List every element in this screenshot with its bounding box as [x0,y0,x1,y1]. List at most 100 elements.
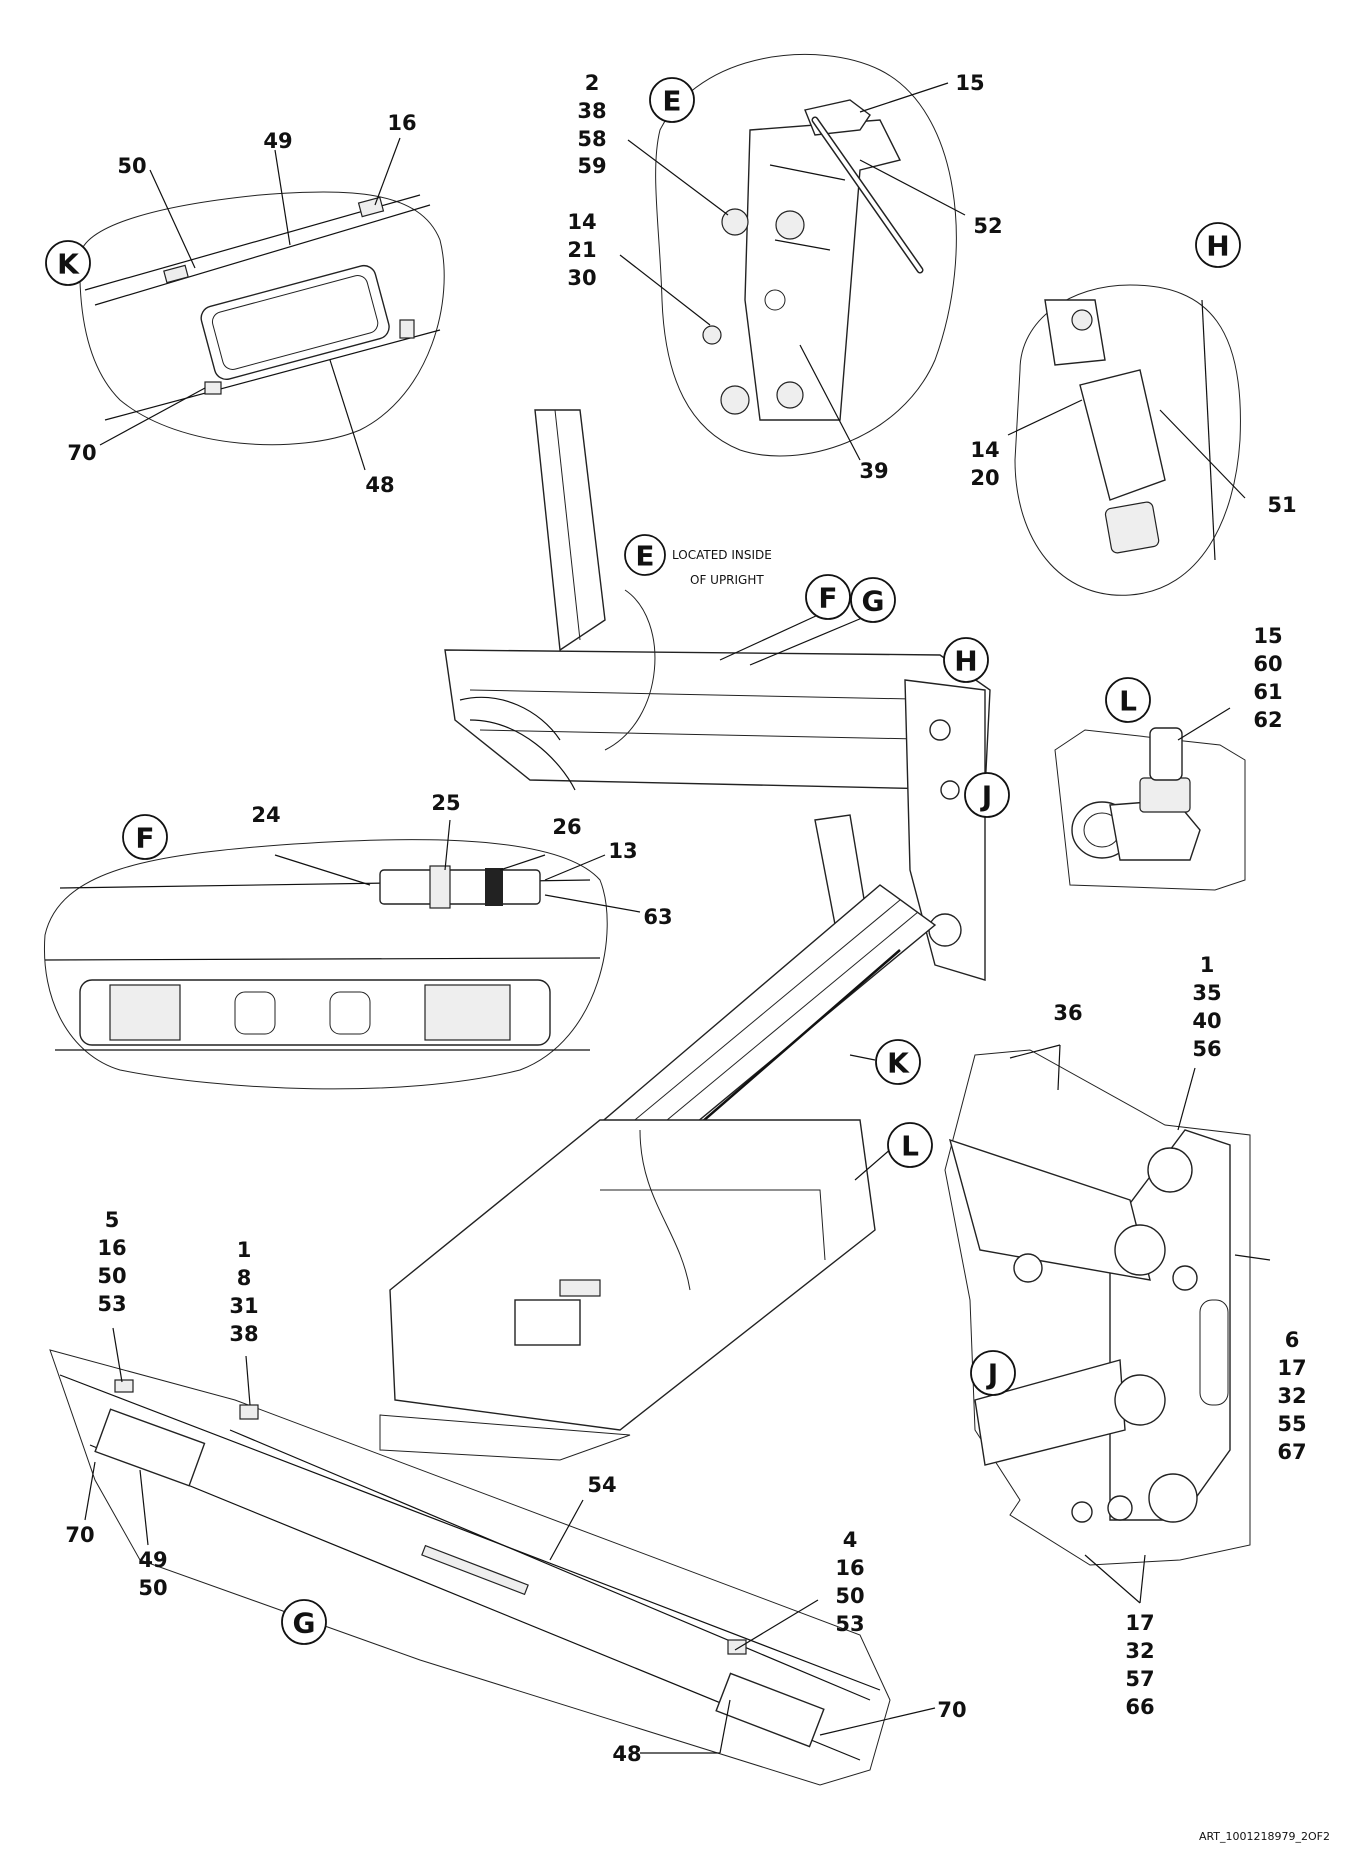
badge-l-main-text: L [901,1130,919,1163]
main-tip-hole-2 [940,780,960,800]
detail-k-fastener [399,319,415,339]
callout-g-48: 48 [612,1742,641,1766]
callout-g-4: 4 [843,1528,858,1552]
detail-g [49,1327,936,1786]
note-located-inside-1: LOCATED INSIDE [672,548,772,562]
callout-j-66: 66 [1125,1695,1154,1719]
leader-f-63 [544,894,641,913]
leader-main-g [749,617,863,666]
callout-f-63: 63 [643,905,672,929]
callout-e-14: 14 [567,210,596,234]
main-tip-hole-3 [928,913,962,947]
leader-g-1 [245,1355,251,1406]
badge-k-top: K [45,240,91,286]
callout-e-58: 58 [577,127,606,151]
callout-j-6: 6 [1285,1328,1300,1352]
detail-g-clip-1 [239,1404,259,1420]
callout-j-17b: 17 [1125,1611,1154,1635]
leader-h-14 [1007,399,1083,436]
detail-j [944,1044,1271,1604]
detail-e-rod-inner [813,118,922,272]
callout-g-16b: 16 [835,1556,864,1580]
detail-f-coil-right [329,991,371,1035]
leader-j-6 [1234,1254,1271,1261]
detail-e-bolt-2 [775,210,805,240]
callout-l-61: 61 [1253,680,1282,704]
detail-e-outline [655,54,957,457]
callout-g-50: 50 [97,1264,126,1288]
detail-f-coil-left [234,991,276,1035]
detail-e-upright-plate [744,119,902,421]
callout-g-38: 38 [229,1322,258,1346]
leader-main-f [719,614,819,661]
detail-j-pivot-1 [1147,1147,1193,1193]
callout-j-35: 35 [1192,981,1221,1005]
callout-l-60: 60 [1253,652,1282,676]
badge-f-left: F [122,814,168,860]
detail-k [79,137,445,471]
detail-e-edge-1 [769,164,846,181]
leader-f-13 [544,854,606,881]
badge-h-main: H [943,637,989,683]
detail-k-beam-edge [94,204,431,306]
leader-g-48b [719,1699,731,1754]
callout-e-2: 2 [585,71,600,95]
detail-g-beam-edge [229,1429,871,1701]
callout-f-25: 25 [431,791,460,815]
leader-f-25 [444,819,451,871]
detail-f-connector-band-1 [429,865,451,909]
detail-k-clip-right [357,196,385,218]
badge-g-main: G [850,577,896,623]
detail-l [1054,707,1246,891]
callout-j-36: 36 [1053,1001,1082,1025]
main-upright-edge [554,409,581,641]
badge-g-bottom: G [281,1599,327,1645]
detail-k-clip-left [163,264,189,284]
callout-h-51: 51 [1267,493,1296,517]
badge-k-main: K [875,1039,921,1085]
badge-h-top: H [1195,222,1241,268]
badge-j-right: J [970,1350,1016,1396]
callout-f-26: 26 [552,815,581,839]
callout-j-55: 55 [1277,1412,1306,1436]
detail-g-clip-3 [727,1639,747,1655]
detail-g-outline [49,1349,891,1786]
detail-f-upper-connector [379,869,541,905]
detail-g-plate-right [715,1672,825,1748]
callout-j-57: 57 [1125,1667,1154,1691]
main-e-note-curve [604,589,656,751]
badge-k-main-text: K [887,1047,910,1080]
badge-f-main-text: F [818,582,837,615]
callout-g-16: 16 [97,1236,126,1260]
detail-j-outline [944,1049,1251,1566]
detail-j-pivot-4 [1013,1253,1043,1283]
callout-e-59: 59 [577,154,606,178]
leader-e-39 [799,344,861,461]
callout-h-14: 14 [970,438,999,462]
detail-h-bracket [1044,299,1106,366]
callout-g-70-right: 70 [937,1698,966,1722]
detail-h-outline [1014,284,1241,596]
badge-e-top-text: E [662,85,681,118]
callout-l-15: 15 [1253,624,1282,648]
detail-j-pivot-8 [1071,1501,1093,1523]
leader-f-26 [499,854,546,871]
callout-g-54: 54 [587,1473,616,1497]
main-base-rail [600,1189,826,1261]
callout-g-50b: 50 [138,1576,167,1600]
detail-h-switch-body [1079,369,1166,501]
detail-h [1007,284,1246,596]
callout-j-67: 67 [1277,1440,1306,1464]
badge-l-main: L [887,1122,933,1168]
leader-g-49 [139,1469,149,1546]
detail-j-pivot-5 [1114,1374,1166,1426]
leader-j-36b [1057,1044,1061,1091]
leader-l-15 [1177,707,1231,741]
badge-f-left-text: F [135,822,154,855]
leader-f-24 [274,854,371,886]
leader-e-2 [627,139,729,216]
callout-l-62: 62 [1253,708,1282,732]
callout-h-20: 20 [970,466,999,490]
